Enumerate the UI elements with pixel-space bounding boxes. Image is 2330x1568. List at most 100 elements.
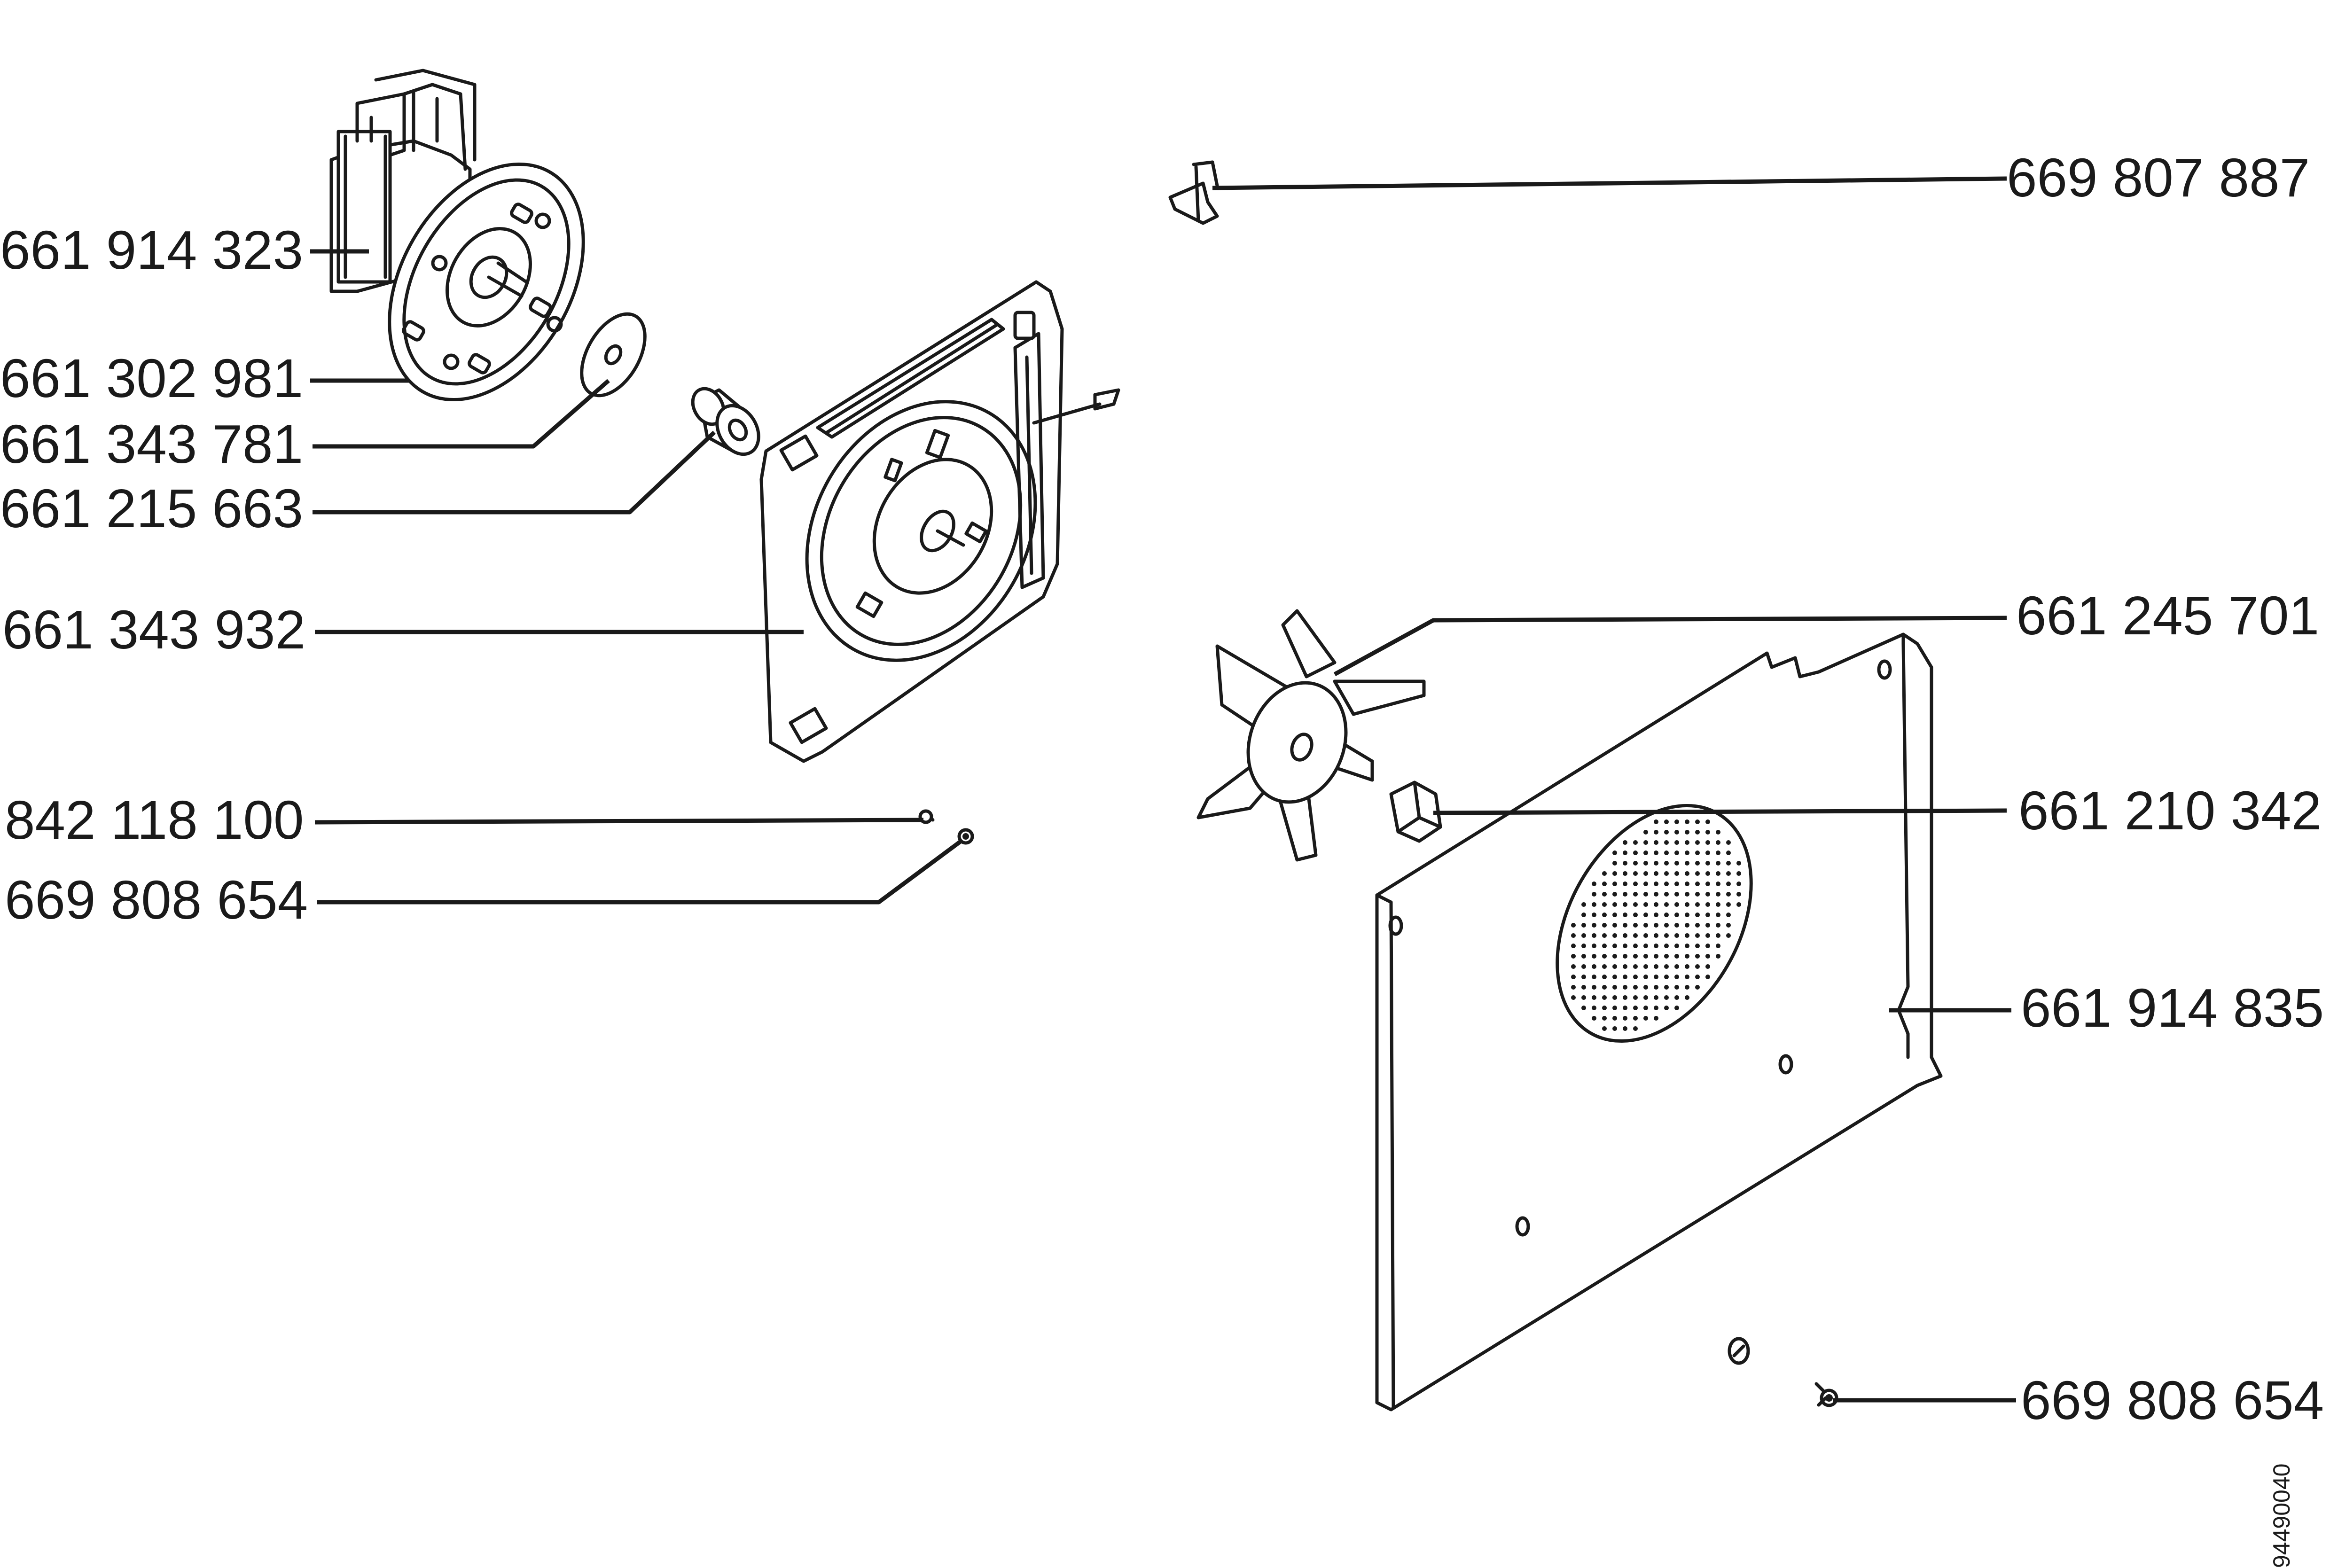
grille-hole <box>1705 840 1710 845</box>
grille-hole <box>1664 902 1669 907</box>
grille-hole <box>1716 902 1720 907</box>
grille-hole <box>1726 850 1731 855</box>
grille-hole <box>1705 944 1710 948</box>
callout-label-c8: 669 807 887 <box>2007 147 2310 208</box>
grille-hole <box>1592 995 1596 1000</box>
grille-hole <box>1643 840 1648 845</box>
callout-label-c6: 842 118 100 <box>5 789 304 850</box>
grille-hole <box>1633 871 1638 876</box>
callout-label-c9: 661 245 701 <box>2016 585 2319 646</box>
grille-hole <box>1654 1016 1658 1021</box>
grille-hole <box>1654 819 1658 824</box>
grille-hole <box>1685 902 1689 907</box>
grille-hole <box>1654 840 1658 845</box>
grille-hole <box>1674 850 1679 855</box>
grille-hole <box>1664 819 1669 824</box>
grille-hole <box>1612 913 1617 917</box>
grille-hole <box>1664 975 1669 979</box>
grille-hole <box>1643 882 1648 886</box>
grille-hole <box>1643 933 1648 938</box>
grille-hole <box>1643 1016 1648 1021</box>
grille-hole <box>1602 1026 1607 1031</box>
grille-hole <box>1726 882 1731 886</box>
callout-label-c11: 661 914 835 <box>2021 977 2324 1038</box>
grille-hole <box>1685 944 1689 948</box>
grille-hole <box>1643 1006 1648 1010</box>
grille-hole <box>1674 871 1679 876</box>
callout-label-c10: 661 210 342 <box>2018 780 2322 841</box>
grille-hole <box>1685 819 1689 824</box>
grille-hole <box>1685 882 1689 886</box>
grille-hole <box>1695 944 1700 948</box>
leader-c9 <box>1333 616 2007 676</box>
grille-hole <box>1623 913 1627 917</box>
grille-hole <box>1581 985 1586 990</box>
grille-hole <box>1643 995 1648 1000</box>
grille-hole <box>1643 892 1648 897</box>
back-panel-part <box>1375 632 1943 1412</box>
leader-c6 <box>314 818 924 825</box>
grille-hole <box>1633 902 1638 907</box>
grille-hole <box>1736 892 1741 897</box>
grille-hole <box>1716 830 1720 835</box>
grille-hole <box>1726 933 1731 938</box>
grille-hole <box>1643 954 1648 959</box>
grille-hole <box>1674 830 1679 835</box>
grille-hole <box>1664 871 1669 876</box>
grille-hole <box>1654 975 1658 979</box>
callout-label-c3: 661 343 781 <box>0 413 303 475</box>
grille-hole <box>1612 1026 1617 1031</box>
grille-hole <box>1664 954 1669 959</box>
grille-hole <box>1726 871 1731 876</box>
grille-hole <box>1602 944 1607 948</box>
grille-hole <box>1612 902 1617 907</box>
grille-hole <box>1581 1006 1586 1010</box>
grille-hole <box>1716 913 1720 917</box>
grille-hole <box>1716 871 1720 876</box>
grille-hole <box>1612 954 1617 959</box>
grille-hole <box>1664 995 1669 1000</box>
grille-hole <box>1695 850 1700 855</box>
grille-hole <box>1633 1016 1638 1021</box>
grille-hole <box>1602 1016 1607 1021</box>
grille-hole <box>1654 902 1658 907</box>
grille-hole <box>1654 954 1658 959</box>
grille-hole <box>1705 882 1710 886</box>
grille-hole <box>1633 923 1638 928</box>
grille-hole <box>1581 902 1586 907</box>
grille-hole <box>1623 840 1627 845</box>
grille-hole <box>1674 975 1679 979</box>
grille-hole <box>1674 882 1679 886</box>
grille-hole <box>1633 882 1638 886</box>
grille-hole <box>1581 964 1586 969</box>
leader-c7 <box>317 839 962 905</box>
grille-hole <box>1571 954 1576 959</box>
grille-hole <box>1654 882 1658 886</box>
grille-hole <box>1602 954 1607 959</box>
grille-hole <box>1612 871 1617 876</box>
grille-hole <box>1592 1006 1596 1010</box>
grille-hole <box>1602 1006 1607 1010</box>
grille-hole <box>1623 944 1627 948</box>
grille-hole <box>1726 861 1731 866</box>
grille-hole <box>1592 933 1596 938</box>
grille-hole <box>1716 861 1720 866</box>
grille-hole <box>1685 850 1689 855</box>
grille-hole <box>1674 923 1679 928</box>
grille-hole <box>1571 985 1576 990</box>
grille-hole <box>1674 861 1679 866</box>
grille-hole <box>1602 902 1607 907</box>
grille-hole <box>1664 840 1669 845</box>
grille-hole <box>1685 964 1689 969</box>
grille-hole <box>1633 964 1638 969</box>
grille-hole <box>1623 892 1627 897</box>
grille-hole <box>1674 819 1679 824</box>
grille-hole <box>1695 871 1700 876</box>
grille-hole <box>1612 933 1617 938</box>
grille-hole <box>1705 830 1710 835</box>
grille-hole <box>1726 923 1731 928</box>
grille-hole <box>1623 902 1627 907</box>
grille-hole <box>1592 923 1596 928</box>
fan-part <box>1196 609 1426 862</box>
hex-nut-part <box>1389 780 1442 843</box>
